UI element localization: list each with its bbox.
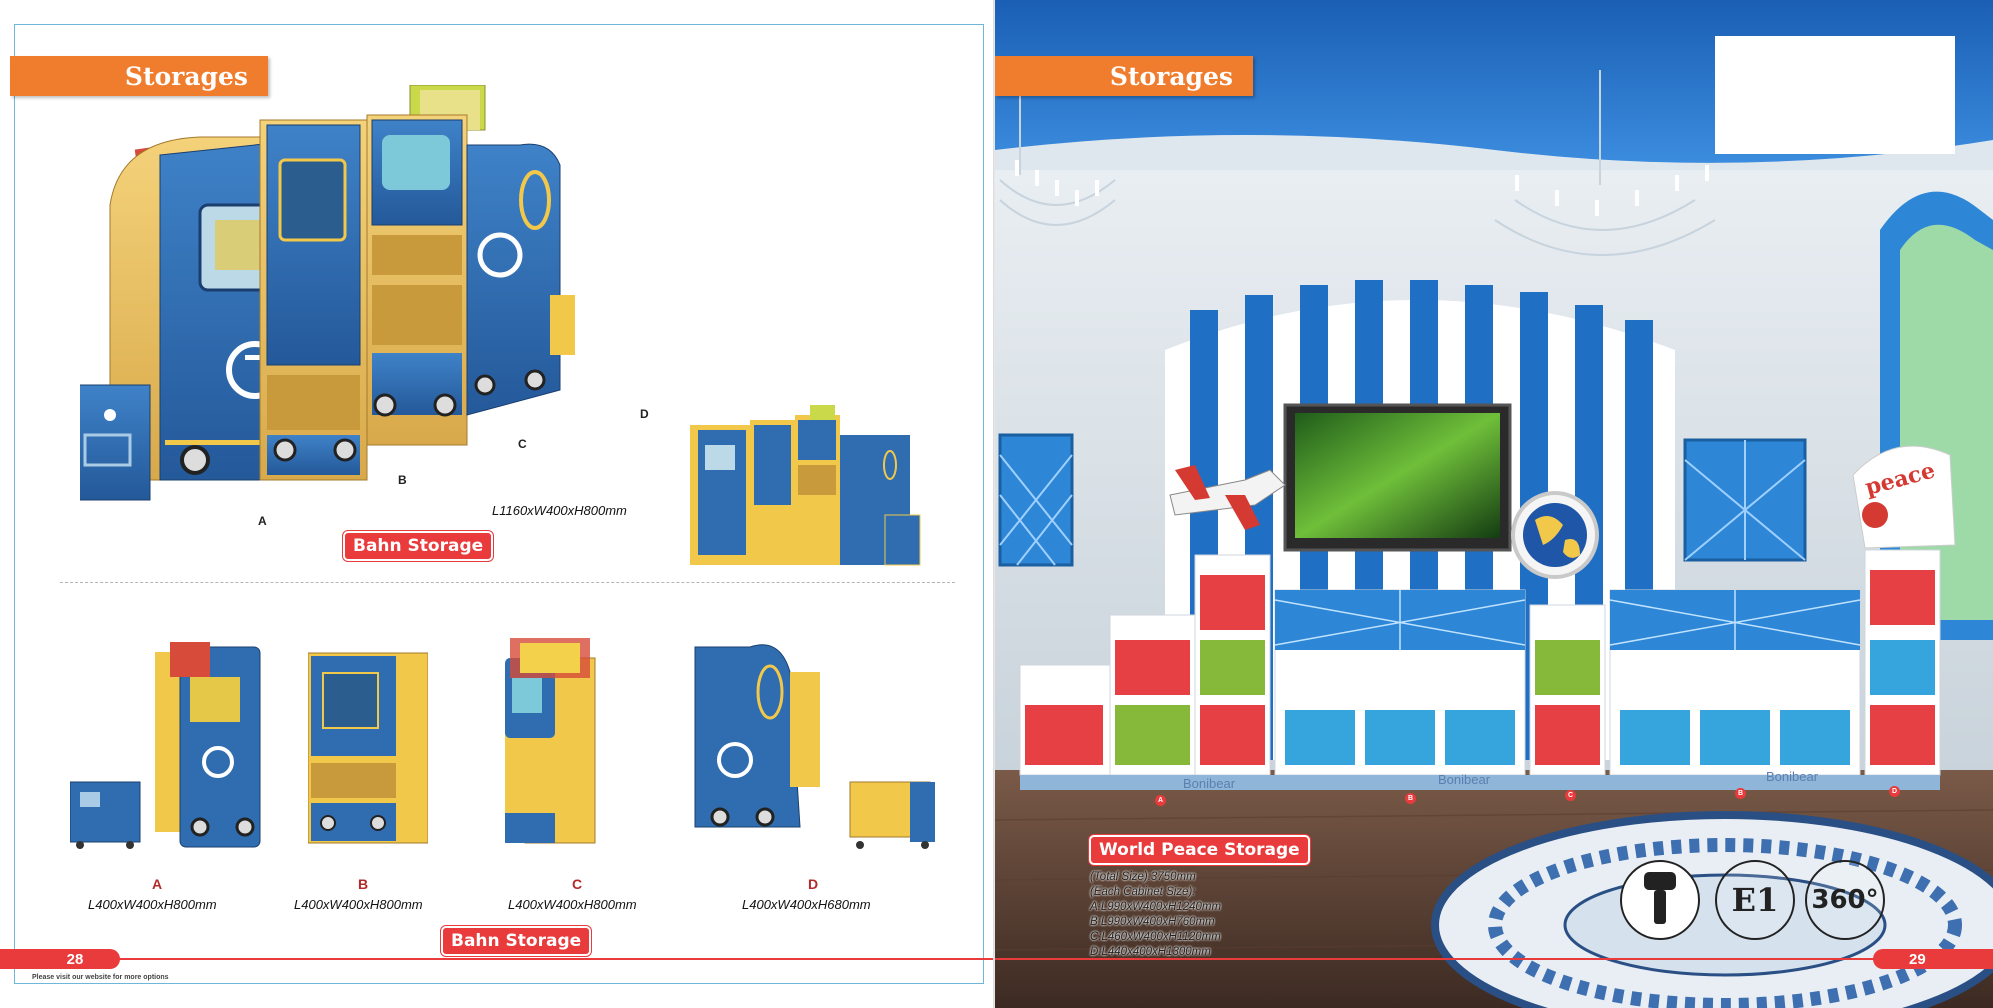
spec-line: (Each Cabinet Size): xyxy=(1090,886,1196,898)
module-letter-c: C xyxy=(572,876,583,892)
cabinet-letter-c: C xyxy=(1565,790,1576,801)
module-letter-a: A xyxy=(152,876,163,892)
cabinet-letter-a: A xyxy=(1155,795,1166,806)
spec-line: C:L460xW400xH1120mm xyxy=(1090,931,1221,943)
foot-pad-icon xyxy=(1644,872,1676,924)
module-dim-c: L400xW400xH800mm xyxy=(508,897,637,912)
rotation-text: 360° xyxy=(1811,885,1879,915)
spec-line: A:L990xW400xH1240mm xyxy=(1090,901,1222,913)
bahn-storage-main-illustration xyxy=(80,85,575,501)
blank-panel xyxy=(1715,36,1955,154)
brand-label-a: Bonibear xyxy=(1183,776,1236,791)
brand-label-b2: Bonibear xyxy=(1766,769,1819,784)
spec-list: (Total Size):3750mm (Each Cabinet Size):… xyxy=(1090,870,1221,960)
module-letter-d: D xyxy=(808,876,819,892)
brand-label-b: Bonibear xyxy=(1438,772,1491,787)
module-dim-d: L400xW400xH680mm xyxy=(742,897,871,912)
module-dim-b: L400xW400xH800mm xyxy=(294,897,423,912)
spec-line: (Total Size):3750mm xyxy=(1090,871,1196,883)
footer-rule-left xyxy=(0,958,995,960)
module-dim-a: L400xW400xH800mm xyxy=(88,897,217,912)
e1-text: E1 xyxy=(1731,881,1779,919)
page-number-right: 29 xyxy=(1873,949,1993,969)
spec-line: B:L990xW400xH760mm xyxy=(1090,916,1215,928)
cabinet-letter-d: D xyxy=(1889,786,1900,797)
bahn-module-b-illustration xyxy=(308,652,428,844)
cabinet-letter-b2: B xyxy=(1735,788,1746,799)
page-number-left: 28 xyxy=(0,949,120,969)
part-label-a: A xyxy=(258,514,267,528)
footer-note: Please visit our website for more option… xyxy=(32,974,169,981)
bahn-storage-thumbnail xyxy=(690,405,921,566)
product-label-world-peace: World Peace Storage xyxy=(1089,835,1310,865)
foot-pad-badge xyxy=(1620,860,1700,940)
right-page: Storages peace Bonibear Bonibear Bonibea… xyxy=(995,0,1993,1008)
rotation-badge: 360° xyxy=(1805,860,1885,940)
left-page: Storages xyxy=(0,0,995,1008)
product-label-bahn-bottom: Bahn Storage xyxy=(441,926,592,956)
bahn-module-d-illustration xyxy=(694,644,935,849)
cabinet-letter-b: B xyxy=(1405,793,1416,804)
bahn-module-a-illustration xyxy=(70,642,261,849)
top-dimensions: L1160xW400xH800mm xyxy=(492,503,627,518)
part-label-c: C xyxy=(518,437,527,451)
part-label-d: D xyxy=(640,407,649,421)
section-tag-right: Storages xyxy=(995,56,1253,96)
product-label-bahn-top: Bahn Storage xyxy=(343,531,494,561)
dashed-divider xyxy=(60,582,955,583)
e1-badge: E1 xyxy=(1715,860,1795,940)
footer-rule-right xyxy=(995,958,1993,960)
page-frame xyxy=(14,24,984,984)
classroom-scene xyxy=(995,0,1993,1008)
peace-sign-text: peace xyxy=(1862,457,1937,500)
part-label-b: B xyxy=(398,473,407,487)
section-tag: Storages xyxy=(10,56,268,96)
peace-sign: peace xyxy=(1862,457,1937,500)
bahn-module-c-illustration xyxy=(505,638,596,844)
module-letter-b: B xyxy=(358,876,369,892)
spec-line: D:L440x400xH1300mm xyxy=(1090,946,1211,958)
